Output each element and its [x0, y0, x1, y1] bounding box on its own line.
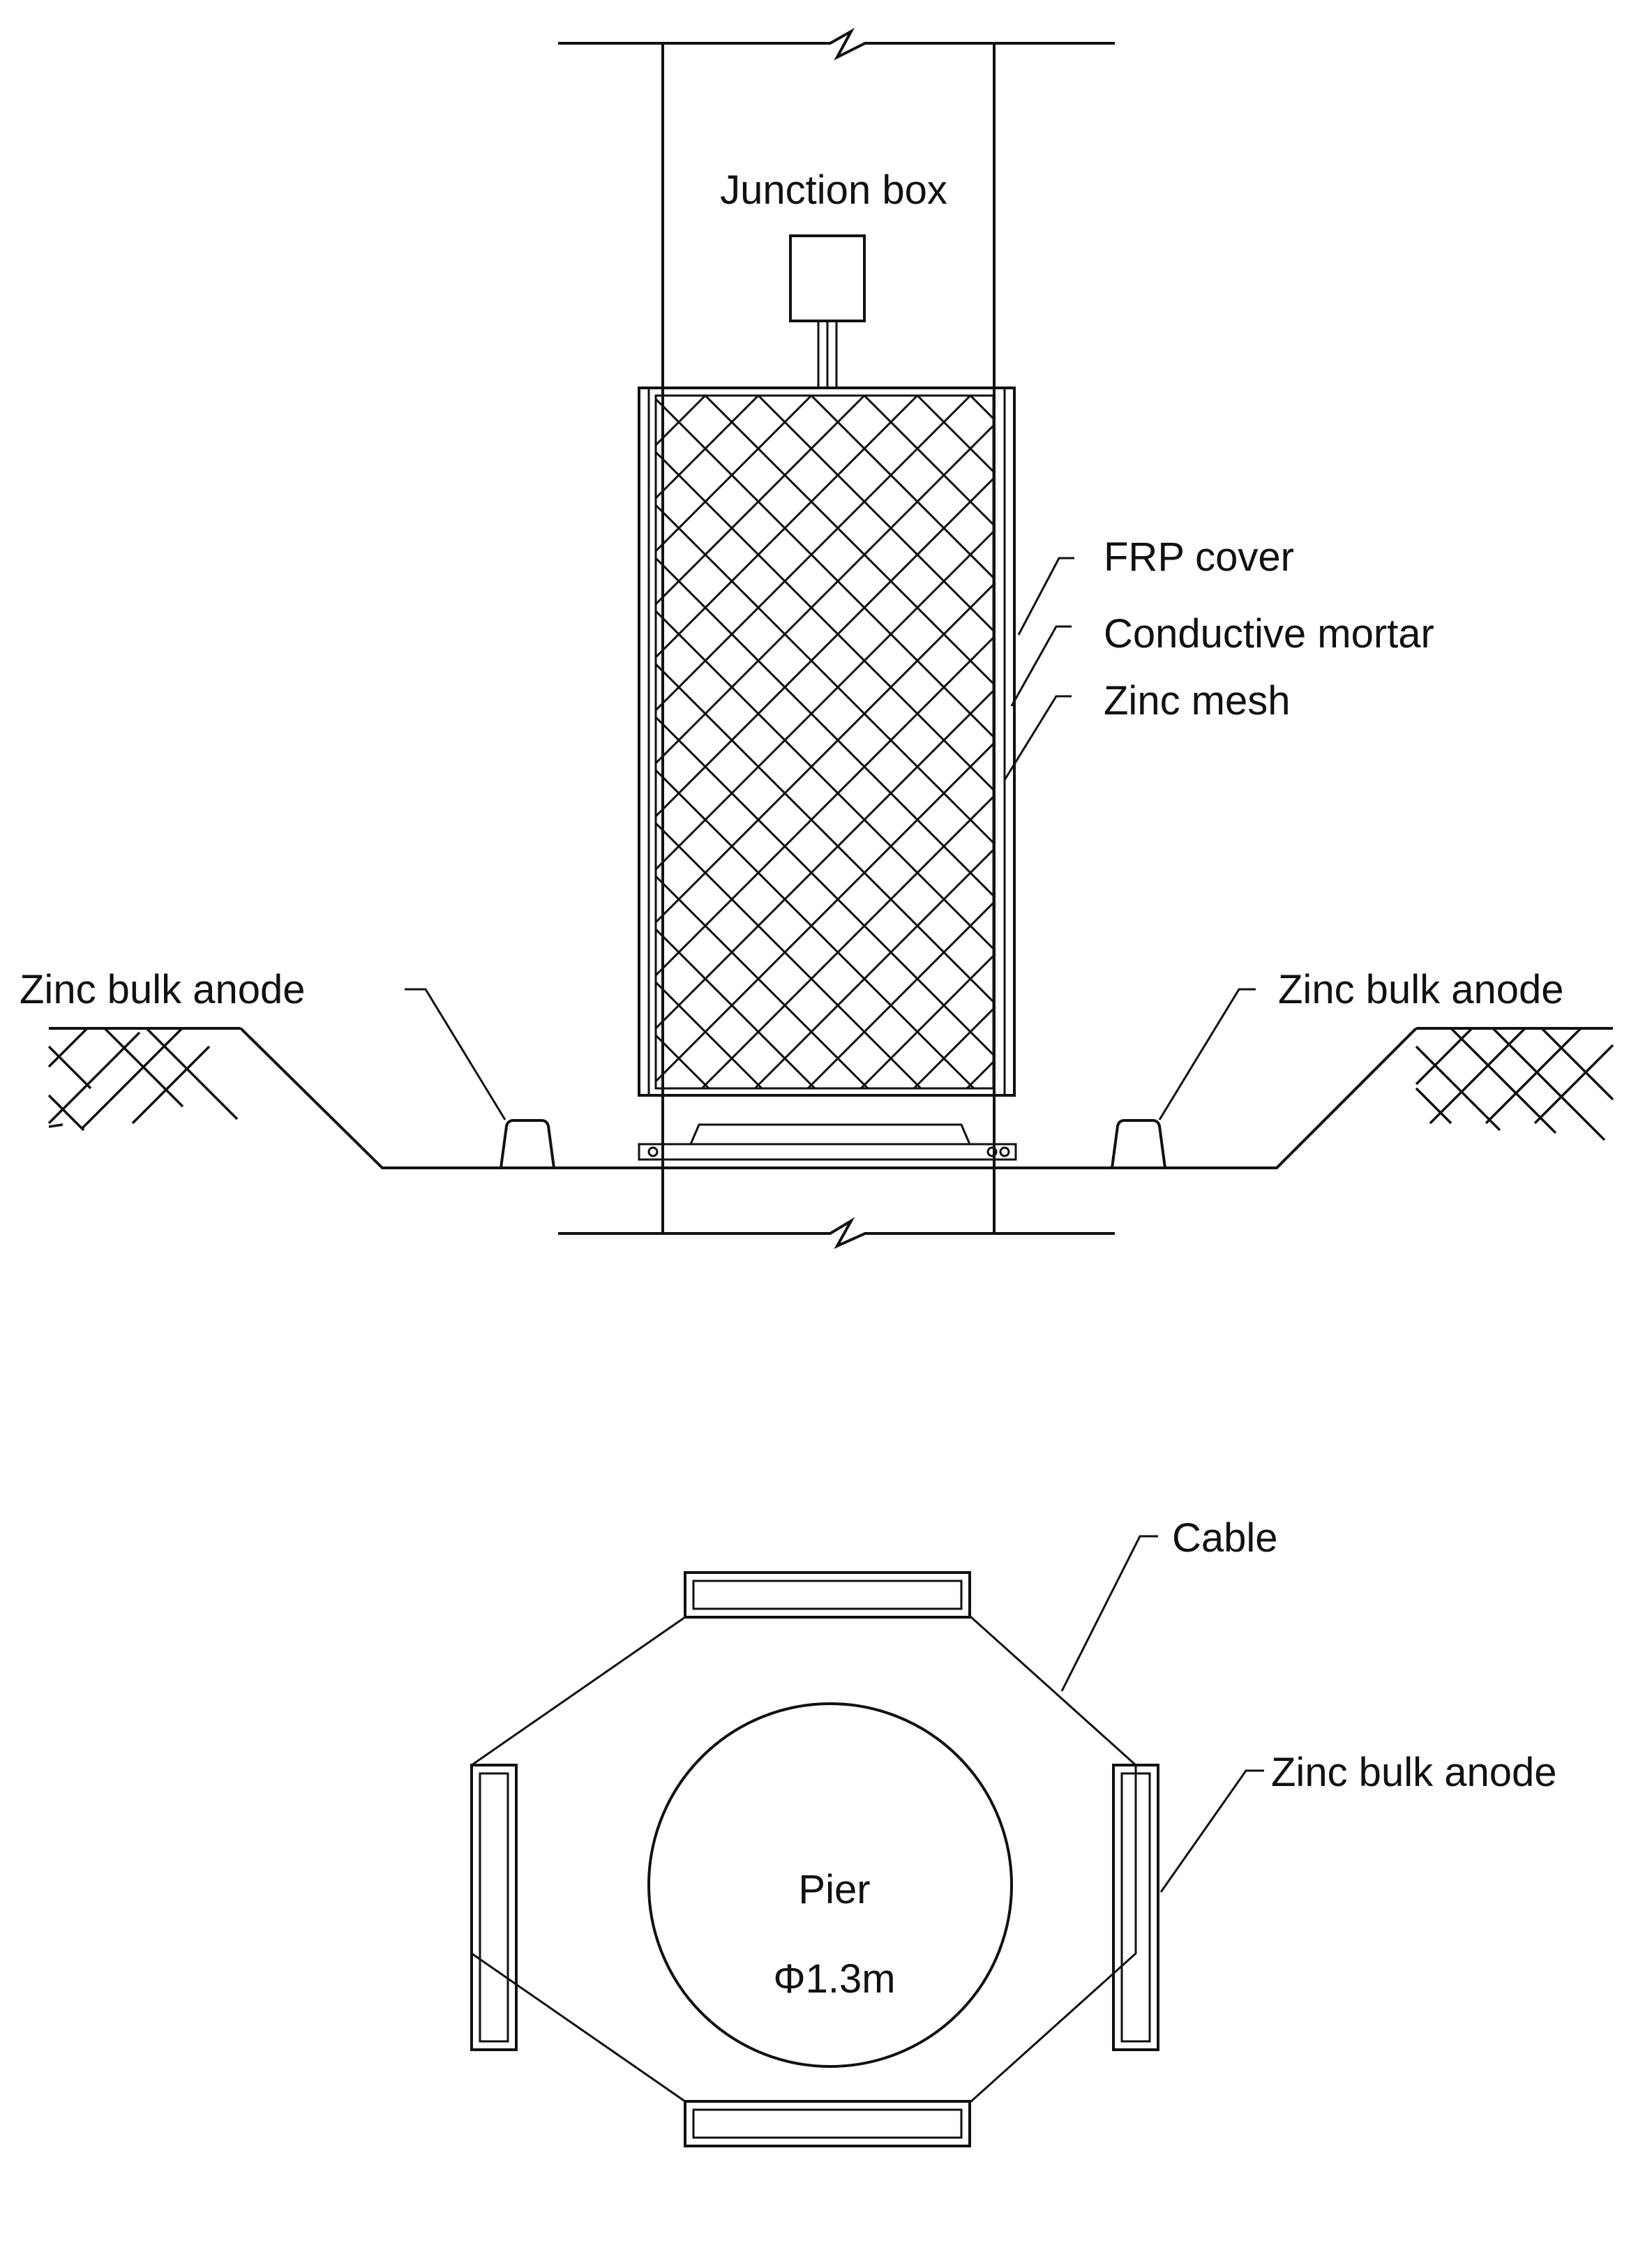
cable-loop: [470, 1616, 1137, 2103]
mesh-strand: [757, 396, 993, 633]
mesh-strand: [656, 477, 993, 818]
zinc-bulk-anode-right-label: Zinc bulk anode: [1278, 967, 1563, 1012]
mesh-strand: [656, 927, 816, 1088]
mesh-strand: [1554, 396, 1652, 1088]
zinc-bulk-anode-left: [499, 1119, 556, 1169]
mesh-strand: [704, 396, 993, 686]
conductive-mortar-label: Conductive mortar: [1104, 611, 1434, 656]
zinc-bulk-anode-plan-leader: [1159, 1769, 1264, 1893]
zinc-bulk-anode-right-plan: [1112, 1764, 1159, 2051]
pier-column: [661, 43, 996, 1233]
zinc-bulk-anode-plan-label: Zinc bulk anode: [1271, 1750, 1556, 1795]
mesh-strand: [656, 556, 993, 898]
mesh-strand: [656, 396, 866, 606]
zinc-bulk-anode-top: [684, 1571, 971, 1619]
mesh-strand: [656, 715, 993, 1057]
mesh-strand: [806, 901, 993, 1088]
mesh-strand: [656, 396, 813, 553]
pier-circle: [647, 1702, 1013, 2068]
cable-leader: [1060, 1535, 1158, 1692]
mesh-strand: [0, 396, 16, 1088]
mesh-strand: [656, 396, 972, 712]
mesh-strand: [656, 530, 993, 871]
junction-cables: [817, 321, 838, 388]
mesh-strand: [859, 954, 993, 1088]
top-break-line: [558, 27, 1115, 61]
zinc-bulk-anode-right: [1110, 1119, 1167, 1169]
junction-box: [789, 234, 866, 322]
mesh-strand: [656, 609, 993, 951]
cable-label: Cable: [1172, 1515, 1278, 1561]
jacket-leaders: [1003, 557, 1074, 781]
junction-box-label: Junction box: [720, 167, 947, 213]
mesh-strand: [863, 396, 993, 527]
frp-cover-label: FRP cover: [1104, 534, 1294, 580]
zinc-bulk-anode-left-plan: [470, 1764, 518, 2051]
zinc-bulk-anode-left-leader: [405, 988, 506, 1120]
mesh-strand: [656, 874, 869, 1088]
elevation-view: Junction box FRP cover Conductive mortar…: [0, 27, 1652, 1250]
plan-view: Pier Φ1.3m Cable Zinc bulk anode: [470, 1515, 1556, 2147]
mesh-strand: [656, 662, 993, 1004]
mesh-strand: [656, 742, 993, 1083]
mesh-strand: [656, 768, 975, 1088]
zinc-mesh: [0, 396, 1652, 1088]
mesh-strand: [656, 689, 993, 1030]
mesh-strand: [810, 396, 993, 580]
zinc-mesh-label: Zinc mesh: [1104, 678, 1291, 723]
zinc-bulk-anode-left-label: Zinc bulk anode: [20, 967, 305, 1012]
zinc-bulk-anode-bottom: [684, 2100, 971, 2147]
mesh-strand: [656, 821, 922, 1088]
pier-label: Pier: [798, 1867, 870, 1912]
jacket-base-support: [638, 1123, 1017, 1161]
mesh-strand: [656, 423, 993, 765]
mesh-strand: [1607, 396, 1652, 1088]
zinc-bulk-anode-right-leader: [1158, 988, 1256, 1120]
mesh-strand: [656, 503, 993, 845]
mesh-strand: [753, 848, 993, 1088]
mesh-strand: [700, 795, 993, 1088]
frp-cover: [638, 387, 1016, 1097]
mesh-strand: [656, 583, 993, 924]
zinc-mesh-border: [654, 394, 995, 1090]
soil-hatch-left: [47, 1027, 239, 1132]
mesh-strand: [656, 636, 993, 977]
soil-hatch-right: [1415, 1027, 1614, 1141]
mesh-strand: [656, 397, 993, 739]
bottom-break-line: [558, 1217, 1115, 1250]
mesh-strand: [656, 396, 919, 659]
mesh-strand: [656, 450, 993, 792]
pier-diameter-label: Φ1.3m: [773, 1956, 895, 2002]
ground-profile: [49, 1027, 1613, 1169]
